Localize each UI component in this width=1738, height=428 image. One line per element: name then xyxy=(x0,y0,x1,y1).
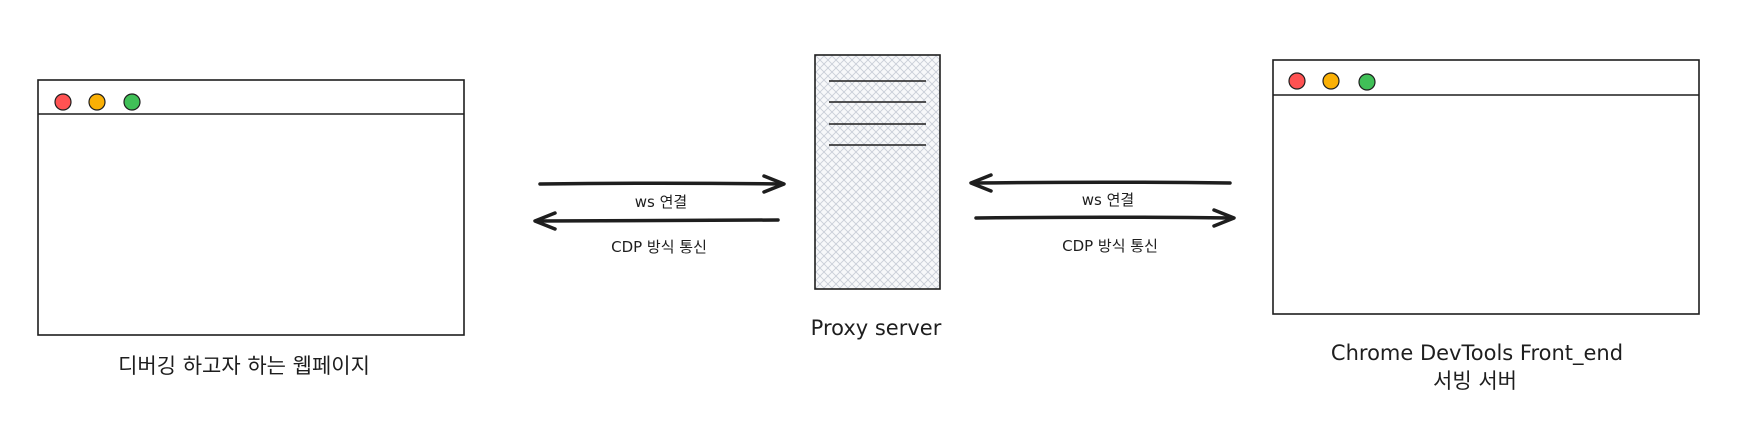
arrowhead-right-icon xyxy=(762,174,786,194)
arrowhead-right-icon xyxy=(1212,208,1236,228)
cdp-arrow-left xyxy=(535,218,780,223)
proxy-server-body xyxy=(814,54,941,290)
window-close-dot xyxy=(1288,72,1306,90)
arrowhead-left-icon xyxy=(533,211,557,231)
right-link-arrows xyxy=(969,173,1236,228)
ws-connect-arrow-left xyxy=(971,180,1232,185)
left-link-arrows xyxy=(533,174,786,231)
window-maximize-dot xyxy=(1358,73,1376,91)
proxy-server-box xyxy=(814,54,941,290)
window-minimize-dot xyxy=(1322,72,1340,90)
browser-window-frame xyxy=(37,79,465,336)
ws-connect-arrow-right xyxy=(538,181,784,186)
left-ws-label: ws 연결 xyxy=(635,193,687,211)
devtools-frontend-browser-window xyxy=(1272,59,1700,315)
arrowhead-left-icon xyxy=(969,173,993,193)
devtools-frontend-caption-line2: 서빙 서버 xyxy=(1433,369,1517,393)
debug-target-caption: 디버깅 하고자 하는 웹페이지 xyxy=(118,354,370,378)
window-minimize-dot xyxy=(88,93,106,111)
devtools-frontend-caption-line1: Chrome DevTools Front_end xyxy=(1331,341,1623,366)
right-cdp-label: CDP 방식 통신 xyxy=(1062,237,1158,255)
window-maximize-dot xyxy=(123,93,141,111)
window-close-dot xyxy=(54,93,72,111)
debug-target-browser-window xyxy=(37,79,465,336)
cdp-arrow-right xyxy=(974,215,1234,220)
browser-window-frame xyxy=(1272,59,1700,315)
proxy-server-caption: Proxy server xyxy=(811,316,942,340)
left-cdp-label: CDP 방식 통신 xyxy=(611,238,707,256)
right-ws-label: ws 연결 xyxy=(1082,191,1134,209)
